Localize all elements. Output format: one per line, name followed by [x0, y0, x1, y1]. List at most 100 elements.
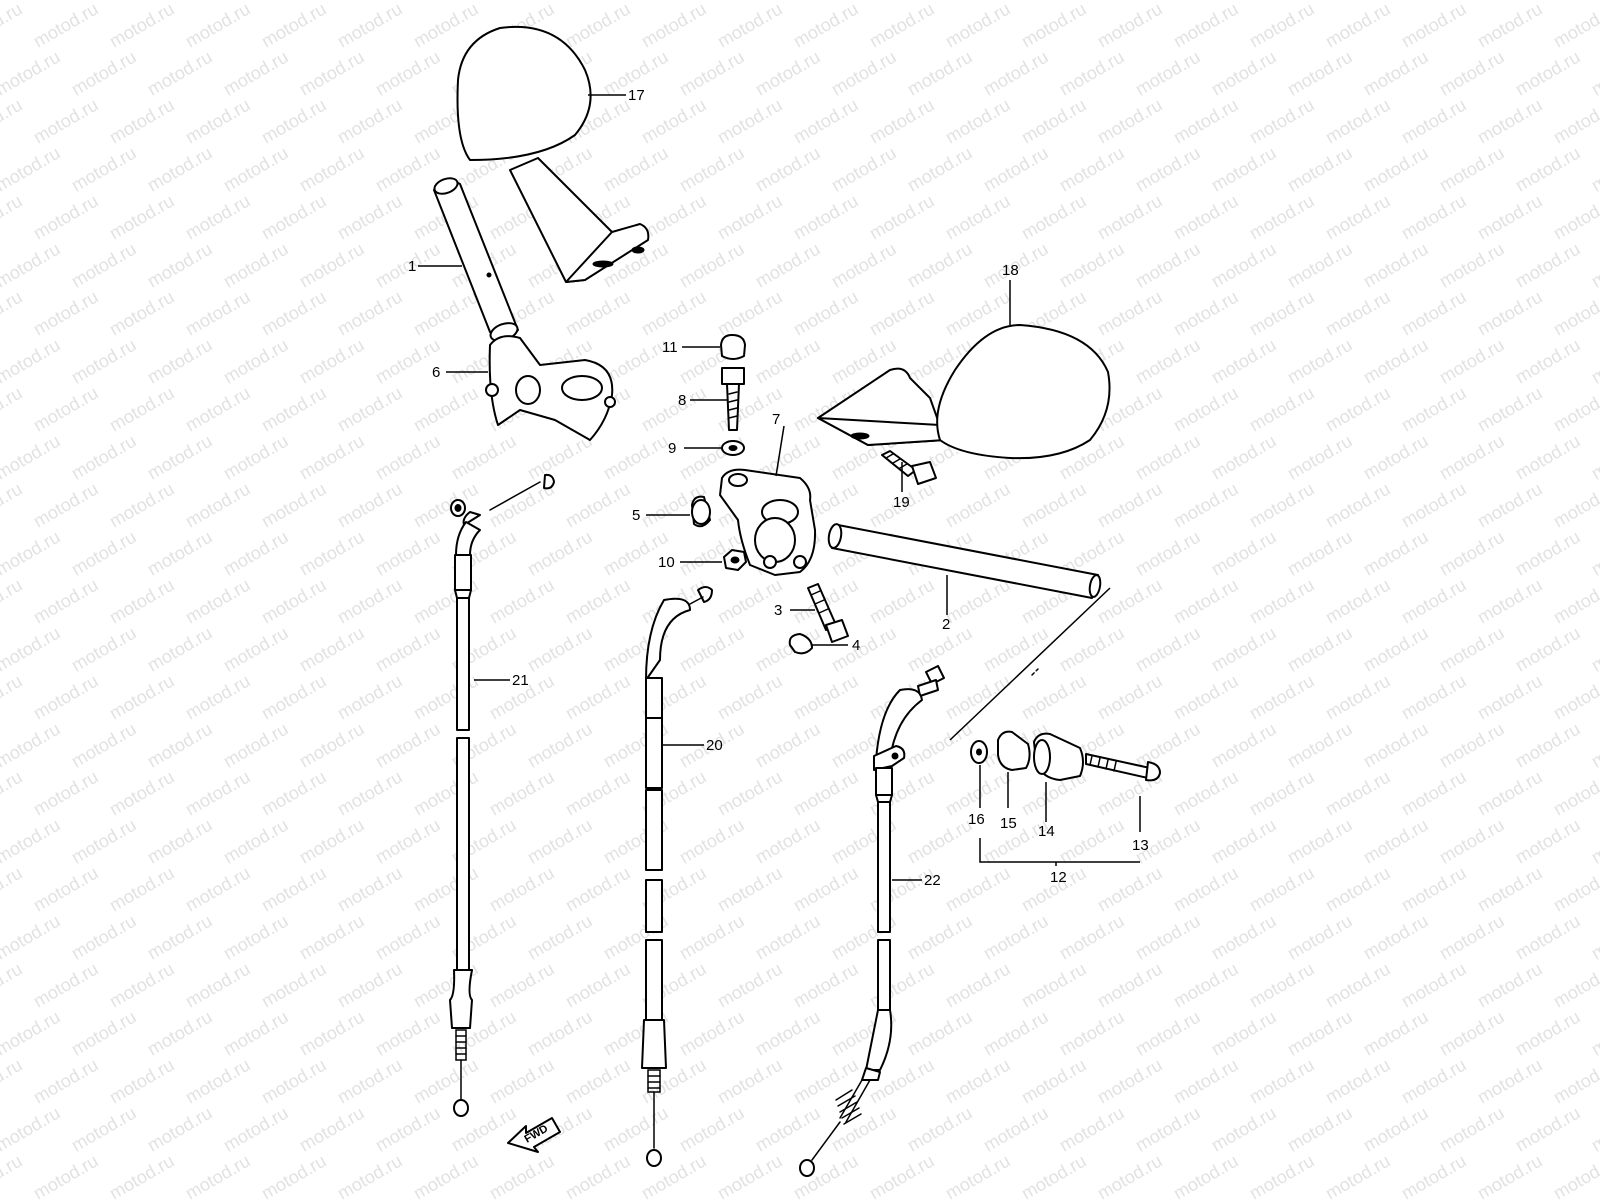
watermark-text: motod.ru: [1284, 143, 1356, 196]
watermark-text: motod.ru: [258, 383, 330, 436]
watermark-text: motod.ru: [828, 239, 900, 292]
watermark-text: motod.ru: [0, 671, 26, 724]
watermark-text: motod.ru: [410, 863, 482, 916]
watermark-text: motod.ru: [790, 959, 862, 1012]
watermark-text: motod.ru: [334, 767, 406, 820]
watermark-text: motod.ru: [1208, 0, 1280, 3]
watermark-text: motod.ru: [0, 959, 26, 1012]
watermark-text: motod.ru: [1246, 1055, 1318, 1108]
watermark-text: motod.ru: [182, 383, 254, 436]
callout-14: 14: [1038, 823, 1055, 840]
watermark-text: motod.ru: [1284, 911, 1356, 964]
watermark-text: motod.ru: [1550, 1151, 1600, 1200]
watermark-text: motod.ru: [1360, 719, 1432, 772]
watermark-text: motod.ru: [1284, 527, 1356, 580]
watermark-text: motod.ru: [30, 479, 102, 532]
watermark-text: motod.ru: [1512, 1103, 1584, 1156]
watermark-text: motod.ru: [752, 623, 824, 676]
watermark-text: motod.ru: [220, 1103, 292, 1156]
watermark-text: motod.ru: [866, 0, 938, 51]
watermark-text: motod.ru: [258, 287, 330, 340]
watermark-text: motod.ru: [790, 767, 862, 820]
watermark-text: motod.ru: [334, 575, 406, 628]
watermark-text: motod.ru: [372, 815, 444, 868]
watermark-text: motod.ru: [144, 623, 216, 676]
watermark-text: motod.ru: [638, 383, 710, 436]
watermark-text: motod.ru: [1094, 671, 1166, 724]
watermark-text: motod.ru: [1436, 911, 1508, 964]
watermark-text: motod.ru: [828, 1103, 900, 1156]
watermark-text: motod.ru: [1474, 959, 1546, 1012]
watermark-text: motod.ru: [372, 431, 444, 484]
watermark-text: motod.ru: [410, 1151, 482, 1200]
clamp-cap: [691, 495, 711, 528]
watermark-text: motod.ru: [904, 47, 976, 100]
watermark-text: motod.ru: [372, 719, 444, 772]
watermark-text: motod.ru: [562, 287, 634, 340]
watermark-text: motod.ru: [562, 1151, 634, 1200]
watermark-text: motod.ru: [220, 47, 292, 100]
watermark-text: motod.ru: [1170, 95, 1242, 148]
watermark-text: motod.ru: [866, 863, 938, 916]
watermark-text: motod.ru: [524, 431, 596, 484]
watermark-text: motod.ru: [1208, 1103, 1280, 1156]
watermark-text: motod.ru: [1588, 431, 1600, 484]
watermark-text: motod.ru: [68, 143, 140, 196]
watermark-text: motod.ru: [144, 815, 216, 868]
watermark-text: motod.ru: [1588, 239, 1600, 292]
watermark-text: motod.ru: [676, 0, 748, 3]
watermark-text: motod.ru: [1360, 1103, 1432, 1156]
watermark-text: motod.ru: [1550, 0, 1600, 51]
watermark-text: motod.ru: [296, 1007, 368, 1060]
fwd-arrow-icon: FWD: [507, 1117, 561, 1153]
watermark-text: motod.ru: [296, 719, 368, 772]
callout-22: 22: [924, 872, 941, 889]
watermark-text: motod.ru: [182, 1055, 254, 1108]
watermark-text: motod.ru: [866, 287, 938, 340]
watermark-text: motod.ru: [1398, 0, 1470, 51]
watermark-text: motod.ru: [1170, 575, 1242, 628]
watermark-text: motod.ru: [1398, 767, 1470, 820]
callout-labels: 17 1 6 11 8 9 5 10 7 3 4 2 18 19 21 20 2…: [408, 87, 1149, 889]
watermark-text: motod.ru: [600, 1103, 672, 1156]
watermark-text: motod.ru: [752, 815, 824, 868]
watermark-text: motod.ru: [1436, 623, 1508, 676]
watermark-text: motod.ru: [182, 959, 254, 1012]
callout-18: 18: [1002, 262, 1019, 279]
watermark-text: motod.ru: [1284, 47, 1356, 100]
watermark-text: motod.ru: [790, 287, 862, 340]
watermark-text: motod.ru: [334, 383, 406, 436]
bolt-cap-small: [788, 633, 813, 655]
watermark-text: motod.ru: [1094, 1151, 1166, 1200]
watermark-text: motod.ru: [68, 239, 140, 292]
watermark-text: motod.ru: [1170, 1055, 1242, 1108]
callout-11: 11: [662, 339, 678, 356]
watermark-text: motod.ru: [258, 863, 330, 916]
watermark-text: motod.ru: [562, 479, 634, 532]
watermark-text: motod.ru: [562, 671, 634, 724]
watermark-text: motod.ru: [638, 287, 710, 340]
watermark-text: motod.ru: [68, 1007, 140, 1060]
watermark-text: motod.ru: [980, 1103, 1052, 1156]
watermark-text: motod.ru: [1056, 239, 1128, 292]
watermark-text: motod.ru: [372, 1007, 444, 1060]
watermark-text: motod.ru: [1132, 239, 1204, 292]
watermark-text: motod.ru: [182, 863, 254, 916]
callout-9: 9: [668, 440, 676, 457]
leader-lines: [418, 94, 1141, 881]
watermark-text: motod.ru: [334, 863, 406, 916]
watermark-text: motod.ru: [1094, 863, 1166, 916]
watermark-text: motod.ru: [1132, 911, 1204, 964]
watermark-text: motod.ru: [106, 575, 178, 628]
watermark-text: motod.ru: [1360, 431, 1432, 484]
watermark-text: motod.ru: [866, 1151, 938, 1200]
watermark-text: motod.ru: [524, 527, 596, 580]
watermark-text: motod.ru: [1132, 1103, 1204, 1156]
callout-17: 17: [628, 87, 645, 104]
watermark-text: motod.ru: [1588, 815, 1600, 868]
watermark-text: motod.ru: [524, 1007, 596, 1060]
watermark-text: motod.ru: [942, 95, 1014, 148]
watermark-text: motod.ru: [1208, 623, 1280, 676]
watermark-text: motod.ru: [1474, 1151, 1546, 1200]
